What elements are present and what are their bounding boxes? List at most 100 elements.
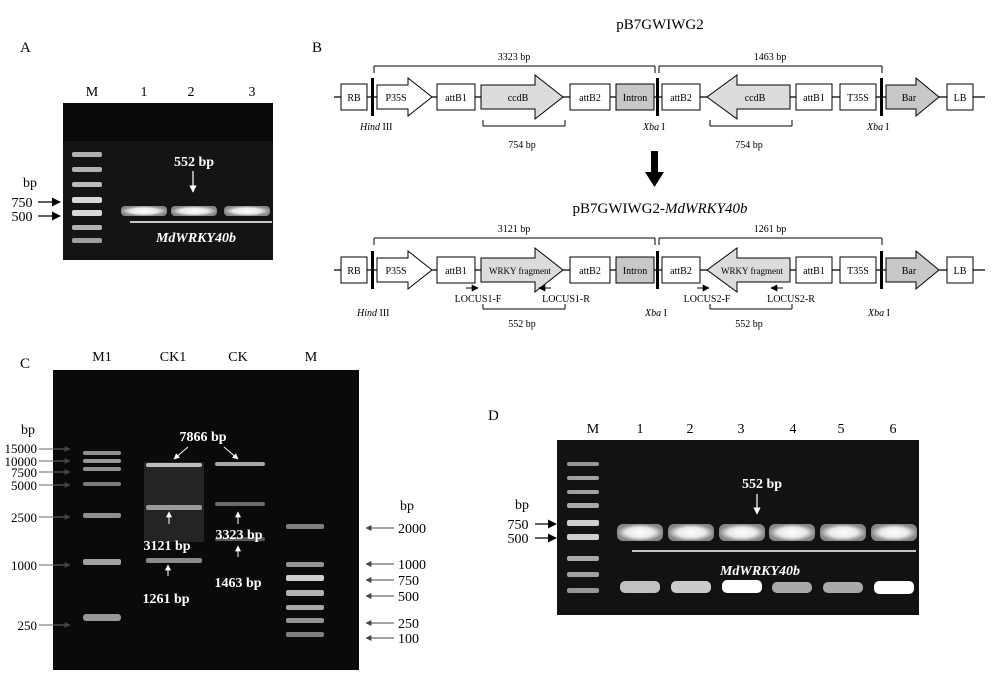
bottom-el-attb1-right: attB1 [803, 266, 825, 277]
panel-d-lane-5: 5 [838, 422, 845, 437]
top-el-ccdb-right: ccdB [745, 93, 766, 104]
panel-a-marker-500: 500 [12, 210, 33, 225]
panel-c-marker-2000: 2000 [398, 522, 426, 537]
panel-d-lane-2: 2 [687, 422, 694, 437]
top-el-t35s: T35S [847, 93, 869, 104]
top-size-under-left: 754 bp [508, 140, 536, 151]
panel-d-band-lane-5 [820, 524, 866, 541]
top-el-attb2-left: attB2 [579, 93, 601, 104]
panel-d-low-band-lane-4 [772, 582, 812, 593]
panel-d-band-lane-1 [617, 524, 663, 541]
panel-a-marker-750: 750 [12, 196, 33, 211]
panel-c-arrow-7866-ck1 [173, 446, 189, 460]
panel-d-lane-3: 3 [738, 422, 745, 437]
panel-a-ladder [72, 152, 102, 243]
panel-c-lane-m1: M1 [92, 350, 111, 365]
panel-a-lane-2: 2 [188, 85, 195, 100]
panel-d-gene: MdWRKY40b [719, 564, 800, 579]
bottom-el-p35s: P35S [385, 266, 406, 277]
panel-c: C M1 CK1 CK M [5, 350, 426, 670]
panel-c-lane-ck1: CK1 [160, 350, 186, 365]
panel-d-sample-bands [617, 524, 917, 594]
panel-d-lane-4: 4 [790, 422, 797, 437]
panel-a-unit: bp [23, 176, 37, 191]
panel-a-gene: MdWRKY40b [155, 231, 236, 246]
panel-c-lane-m: M [305, 350, 318, 365]
panel-c-lane-ck-bands [215, 462, 265, 541]
panel-c-unit-right: bp [400, 499, 414, 514]
bottom-size-right: 1261 bp [754, 224, 787, 235]
panel-a-gel-wells [63, 103, 273, 141]
panel-c-ladder-m1 [83, 451, 121, 621]
panel-a-band-lane-1 [121, 206, 167, 216]
top-site-hind: Hind III [359, 122, 393, 133]
bottom-el-attb1-left: attB1 [445, 266, 467, 277]
top-site-xba-right: Xba I [866, 122, 889, 133]
panel-b: B pB7GWIWG2 3323 bp 1463 bp RB P35S attB… [312, 17, 985, 330]
panel-d-band-lane-2 [668, 524, 714, 541]
panel-c-marker-1000r: 1000 [398, 558, 426, 573]
panel-c-marker-250r: 250 [398, 617, 419, 632]
panel-d-band-lane-6 [871, 524, 917, 541]
top-el-intron: Intron [623, 93, 647, 104]
bottom-size-under-right: 552 bp [735, 319, 763, 330]
bottom-el-rb: RB [347, 266, 361, 277]
panel-d-low-band-lane-5 [823, 582, 863, 593]
panel-c-marker-15000: 15000 [5, 441, 38, 456]
construct-arrow-shaft [651, 151, 658, 173]
panel-d-ladder [567, 462, 599, 593]
panel-c-marker-750: 750 [398, 574, 419, 589]
panel-a-lane-1: 1 [141, 85, 148, 100]
bottom-el-t35s: T35S [847, 266, 869, 277]
construct-bottom: 3121 bp 1261 bp RB P35S attB1 WRKY fragm… [334, 224, 985, 330]
primer-locus1-r: LOCUS1-R [542, 294, 590, 305]
panel-d-label: D [488, 408, 499, 424]
panel-a-lane-3: 3 [249, 85, 256, 100]
panel-c-marker-1000: 1000 [11, 558, 37, 573]
panel-c-marker-100: 100 [398, 632, 419, 647]
panel-a-lane-m: M [86, 85, 99, 100]
panel-c-marker-5000: 5000 [11, 478, 37, 493]
top-size-right: 1463 bp [754, 52, 787, 63]
panel-d-lane-m: M [587, 422, 600, 437]
panel-c-band-3323: 3323 bp [215, 528, 262, 543]
panel-c-band-1261: 1261 bp [142, 592, 189, 607]
top-size-left: 3323 bp [498, 52, 531, 63]
panel-d-unit: bp [515, 498, 529, 513]
top-el-lb: LB [954, 93, 967, 104]
panel-a-band-size: 552 bp [174, 155, 214, 170]
primer-locus2-r: LOCUS2-R [767, 294, 815, 305]
bottom-site-hind: Hind III [356, 308, 390, 319]
construct-top: 3323 bp 1463 bp RB P35S attB1 ccdB attB2… [334, 52, 985, 151]
top-el-p35s: P35S [385, 93, 406, 104]
bottom-el-attb2-left: attB2 [579, 266, 601, 277]
bottom-el-attb2-right: attB2 [670, 266, 692, 277]
panel-d-lane-1: 1 [637, 422, 644, 437]
construct-arrow-head [645, 172, 664, 187]
panel-c-marker-2500: 2500 [11, 510, 37, 525]
panel-c-band-3121: 3121 bp [143, 539, 190, 554]
panel-d-marker-750: 750 [508, 518, 529, 533]
vector-top-title: pB7GWIWG2 [616, 17, 703, 33]
panel-d-low-band-lane-6 [874, 581, 914, 594]
panel-a-label: A [20, 40, 31, 56]
bottom-site-xba-right: Xba I [867, 308, 890, 319]
top-el-rb: RB [347, 93, 361, 104]
panel-c-lane-ck1-bands [144, 462, 204, 563]
panel-c-left-markers: 15000 10000 7500 5000 2500 1000 250 [5, 441, 71, 633]
top-el-attb1-right: attB1 [803, 93, 825, 104]
panel-c-right-markers: 2000 1000 750 500 250 100 [365, 522, 426, 647]
panel-d-band-lane-4 [769, 524, 815, 541]
top-el-bar: Bar [902, 93, 917, 104]
panel-d-low-band-lane-3 [722, 580, 762, 593]
panel-d-low-band-lane-2 [671, 581, 711, 593]
panel-c-label: C [20, 356, 30, 372]
primer-locus1-f: LOCUS1-F [455, 294, 502, 305]
panel-d-band-size: 552 bp [742, 477, 782, 492]
panel-d-marker-500: 500 [508, 532, 529, 547]
panel-a-band-lane-3 [224, 206, 270, 216]
panel-c-ladder-m [286, 524, 324, 637]
bottom-el-intron: Intron [623, 266, 647, 277]
bottom-site-xba-mid: Xba I [644, 308, 667, 319]
